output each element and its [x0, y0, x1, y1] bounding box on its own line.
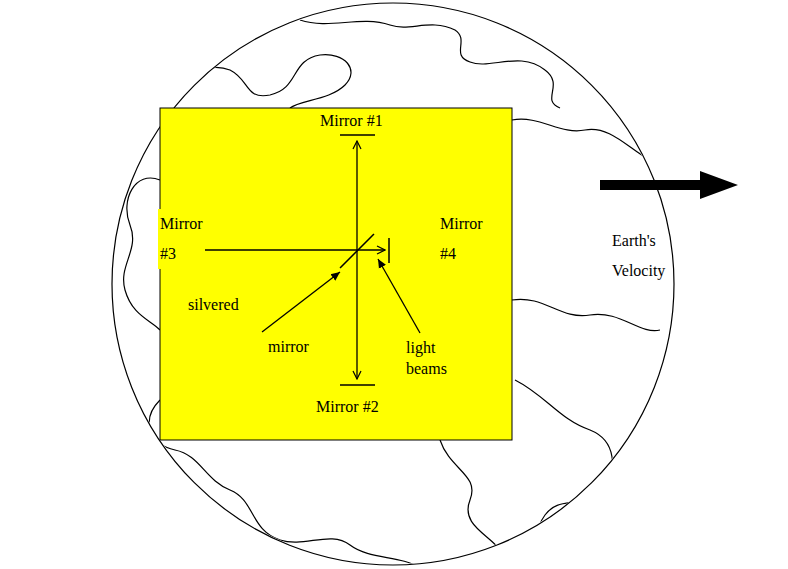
- horizontal-light-beam: [194, 249, 385, 250]
- velocity-label: Earth's Velocity: [610, 226, 667, 286]
- mirror-symbol: [388, 238, 390, 263]
- velocity-arrow: [600, 171, 738, 199]
- leader-arrow: [378, 259, 420, 333]
- interferometer-plate: [160, 108, 512, 440]
- continent-outlines: [124, 20, 660, 568]
- part-label: silvered: [186, 296, 241, 314]
- mirror-label: Mirror #2: [314, 398, 381, 416]
- mirror-label: Mirror #4: [438, 209, 485, 269]
- mirror-symbol: [340, 134, 375, 136]
- part-label: light beams: [404, 337, 449, 379]
- mirror-label: Mirror #1: [318, 112, 385, 130]
- half-silvered-mirror: [340, 234, 374, 268]
- leader-arrow: [262, 272, 340, 332]
- earth-outline: [112, 3, 674, 565]
- mirror-label: Mirror #3: [158, 209, 205, 269]
- mirror-symbol: [340, 384, 375, 386]
- part-label: mirror: [266, 338, 311, 356]
- vertical-light-beam: [356, 141, 357, 379]
